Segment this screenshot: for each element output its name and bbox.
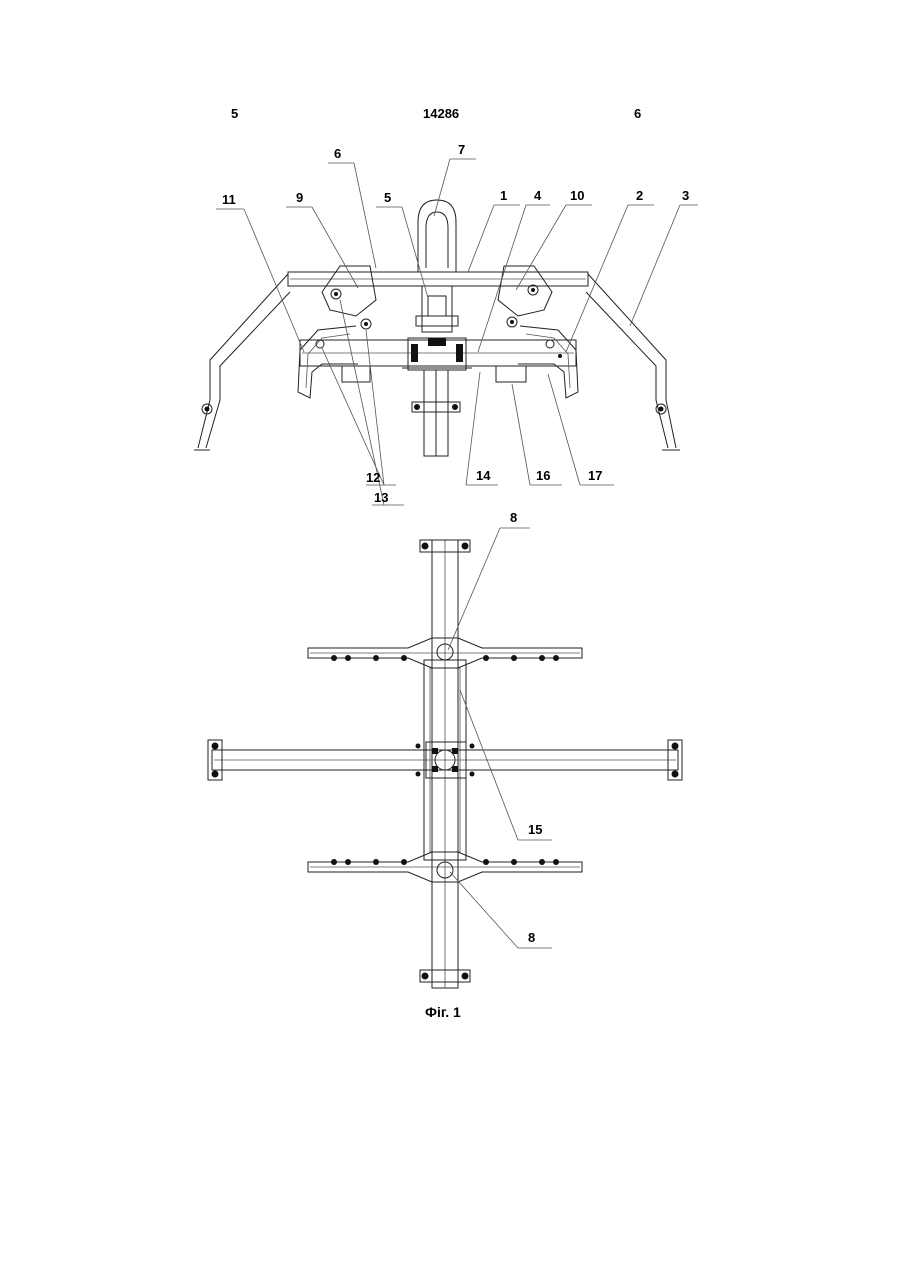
figure-caption: Фіг. 1 [425,1004,461,1020]
lifting-eye [418,200,456,272]
label-3: 3 [682,188,689,203]
label-14: 14 [476,468,491,483]
plan-view [208,540,682,988]
right-bracket [498,266,552,316]
label-11: 11 [222,192,236,207]
label-17: 17 [588,468,602,483]
label-10: 10 [570,188,584,203]
label-12: 12 [366,470,380,485]
right-arm [588,274,676,448]
label-16: 16 [536,468,550,483]
leader-lines-plan [448,528,552,948]
label-15: 15 [528,822,542,837]
label-2: 2 [636,188,643,203]
leader-lines-front [216,159,698,505]
label-9: 9 [296,190,303,205]
left-arm [198,274,288,448]
label-6: 6 [334,146,341,161]
label-8-bottom: 8 [528,930,535,945]
label-4: 4 [534,188,542,203]
front-view [194,200,680,456]
label-5: 5 [384,190,391,205]
label-7: 7 [458,142,465,157]
left-bracket [322,266,376,316]
label-8-top: 8 [510,510,517,525]
label-13: 13 [374,490,388,505]
label-1: 1 [500,188,507,203]
box-right [496,366,526,382]
